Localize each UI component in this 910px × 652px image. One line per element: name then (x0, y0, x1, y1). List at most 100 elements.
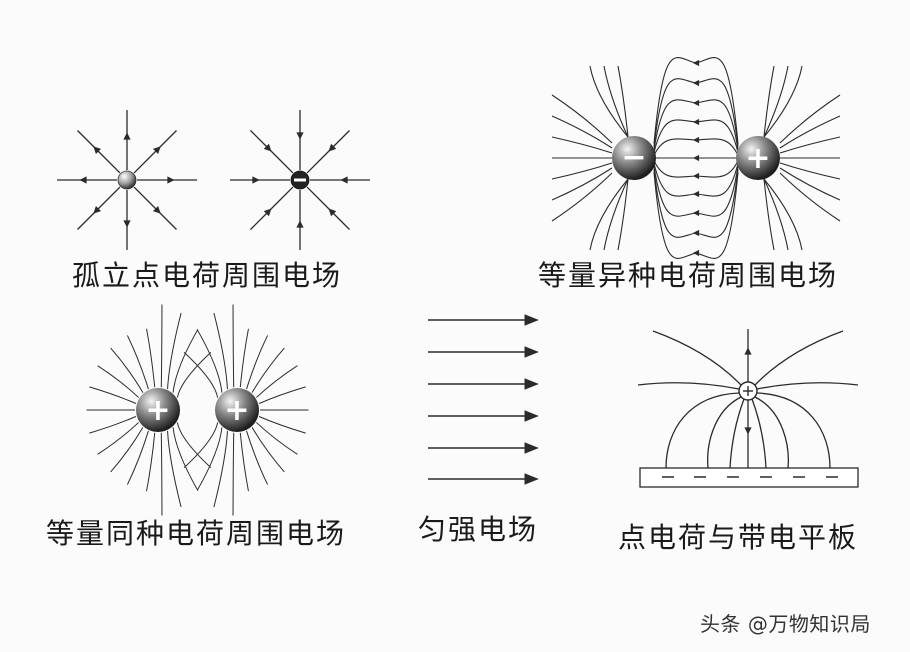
repulsive-field-line (239, 328, 249, 388)
caption-charge-and-plate: 点电荷与带电平板 (618, 521, 859, 554)
watermark: 头条 @万物知识局 (700, 612, 871, 636)
charged-plate (639, 467, 859, 488)
repulsive-field-line (160, 432, 163, 516)
positive-charge-right: + (215, 388, 259, 432)
caption-like-charges: 等量同种电荷周围电场 (46, 517, 347, 550)
side-field-line (637, 382, 740, 390)
repulsive-field-line (213, 430, 228, 508)
repulsive-field-line (89, 416, 137, 434)
repulsive-field-line (258, 416, 306, 434)
repulsive-field-line (183, 352, 219, 398)
radial-field-line (250, 130, 294, 174)
outgoing-field-line (779, 94, 841, 144)
uniform-field-lines (428, 314, 539, 485)
outgoing-field-line (779, 162, 841, 180)
outgoing-field-line (763, 178, 789, 251)
dipole-field-line (653, 99, 739, 150)
incoming-field-line (551, 136, 613, 154)
incoming-field-line (551, 115, 613, 149)
svg-text:−: − (621, 140, 646, 175)
repulsive-field-line (183, 422, 219, 468)
outgoing-field-line (779, 136, 841, 154)
repulsive-field-line (126, 430, 149, 485)
repulsive-field-line (246, 430, 269, 485)
repulsive-field-line (172, 329, 199, 393)
dipole-field-line (653, 169, 739, 238)
repulsive-field-line (160, 304, 163, 388)
repulsive-field-line (246, 335, 269, 390)
upper-field-line (754, 330, 844, 386)
positive-charge-left: + (136, 388, 180, 432)
repulsive-field-line (167, 430, 182, 508)
radial-field-line (306, 130, 350, 174)
outgoing-field-line (763, 65, 789, 138)
negative-sign-icon (294, 178, 306, 182)
dipole-field-line (653, 118, 739, 153)
plate-point-charge (738, 381, 758, 401)
incoming-field-line (617, 178, 629, 251)
incoming-field-line (551, 94, 613, 144)
repulsive-field-line (251, 427, 285, 473)
incoming-field-line (589, 178, 629, 251)
plate-field-line (756, 392, 831, 469)
side-field-line (756, 382, 859, 390)
dipole-field-line (653, 57, 739, 144)
repulsive-field-line (256, 365, 298, 398)
repulsive-field-line (146, 432, 156, 492)
outgoing-field-line (763, 178, 775, 251)
repulsive-field-line (196, 329, 223, 393)
dipole-field-line (653, 166, 739, 217)
incoming-field-line (551, 162, 613, 180)
incoming-field-line (603, 178, 629, 251)
repulsive-field-line (146, 328, 156, 388)
positive-charge: + (736, 136, 780, 180)
repulsive-field-line (213, 312, 228, 390)
outgoing-field-line (763, 178, 803, 251)
repulsive-field-line (110, 347, 144, 393)
plate-field-line (665, 392, 740, 469)
like-charges-field-lines (86, 304, 309, 516)
isolated-positive-charge-field (57, 110, 197, 250)
caption-unlike-charges: 等量异种电荷周围电场 (538, 259, 839, 292)
repulsive-field-line (239, 432, 249, 492)
caption-isolated-charge: 孤立点电荷周围电场 (72, 259, 343, 292)
repulsive-field-line (172, 427, 199, 491)
radial-field-line (250, 186, 294, 230)
incoming-field-line (551, 167, 613, 201)
svg-text:+: + (224, 393, 249, 428)
dipole-field-line (653, 160, 739, 180)
caption-uniform-field: 匀强电场 (418, 513, 539, 546)
repulsive-field-line (176, 422, 212, 468)
repulsive-field-line (97, 365, 139, 398)
repulsive-field-line (167, 312, 182, 390)
svg-text:+: + (145, 393, 170, 428)
isolated-positive-charge (117, 170, 137, 190)
repulsive-field-line (256, 422, 298, 455)
radial-field-line (306, 186, 350, 230)
unlike-charges-field-lines (551, 57, 841, 259)
dipole-field-line (653, 172, 739, 259)
repulsive-field-line (97, 422, 139, 455)
outgoing-field-line (779, 167, 841, 201)
dipole-field-line (653, 163, 739, 198)
repulsive-field-line (176, 352, 212, 398)
negative-charge: − (612, 136, 656, 180)
repulsive-field-line (251, 347, 285, 393)
outgoing-field-line (763, 65, 775, 138)
outgoing-field-line (779, 115, 841, 149)
incoming-field-line (603, 65, 629, 138)
repulsive-field-line (126, 335, 149, 390)
incoming-field-line (551, 172, 613, 222)
repulsive-field-line (110, 427, 144, 473)
plate-field-line (754, 396, 789, 469)
plate-field-line (707, 396, 742, 469)
repulsive-field-line (89, 386, 137, 404)
svg-text:+: + (745, 141, 770, 176)
repulsive-field-line (232, 432, 235, 516)
dipole-field-line (653, 136, 739, 156)
radial-field-line (133, 186, 177, 230)
repulsive-field-line (258, 386, 306, 404)
dipole-field-line (653, 78, 739, 147)
